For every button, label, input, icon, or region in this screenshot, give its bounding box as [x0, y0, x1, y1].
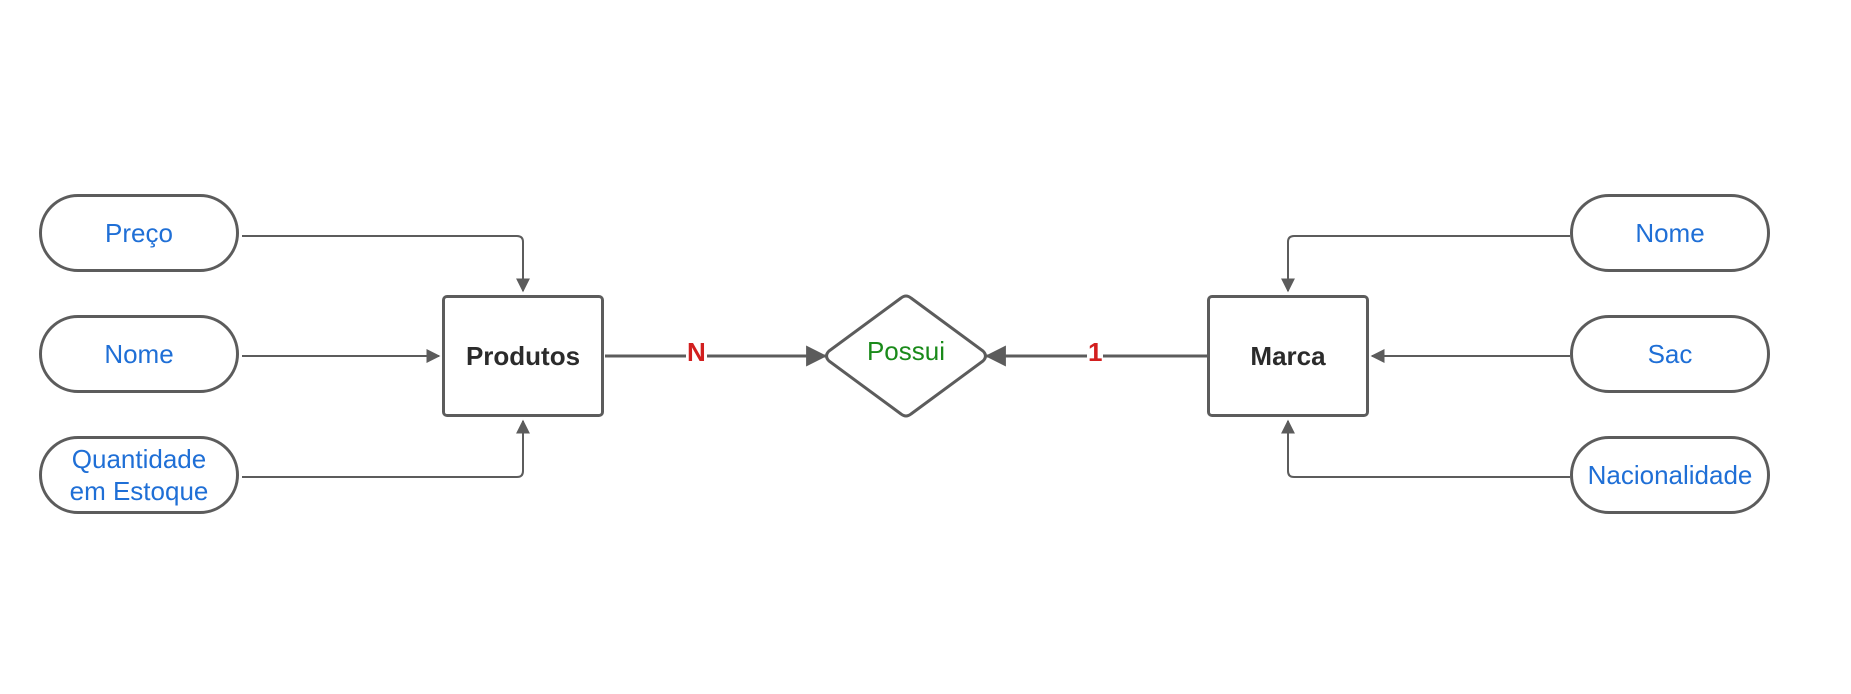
connector-preco-produtos [242, 235, 530, 293]
attribute-nome-marca: Nome [1570, 194, 1770, 272]
connector-quantidade-produtos [242, 419, 530, 478]
cardinality-produtos: N [686, 337, 707, 367]
attribute-quantidade-estoque: Quantidade em Estoque [39, 436, 239, 514]
attribute-preco: Preço [39, 194, 239, 272]
attribute-sac: Sac [1570, 315, 1770, 393]
entity-produtos: Produtos [442, 295, 604, 417]
entity-marca: Marca [1207, 295, 1369, 417]
relationship-diamond [825, 294, 987, 418]
attribute-nome-produtos: Nome [39, 315, 239, 393]
connector-nacionalidade-marca [1281, 419, 1570, 478]
relationship-label: Possui [866, 336, 946, 366]
cardinality-marca: 1 [1087, 337, 1104, 367]
connector-nome-marca [1281, 235, 1570, 293]
attribute-nacionalidade: Nacionalidade [1570, 436, 1770, 514]
